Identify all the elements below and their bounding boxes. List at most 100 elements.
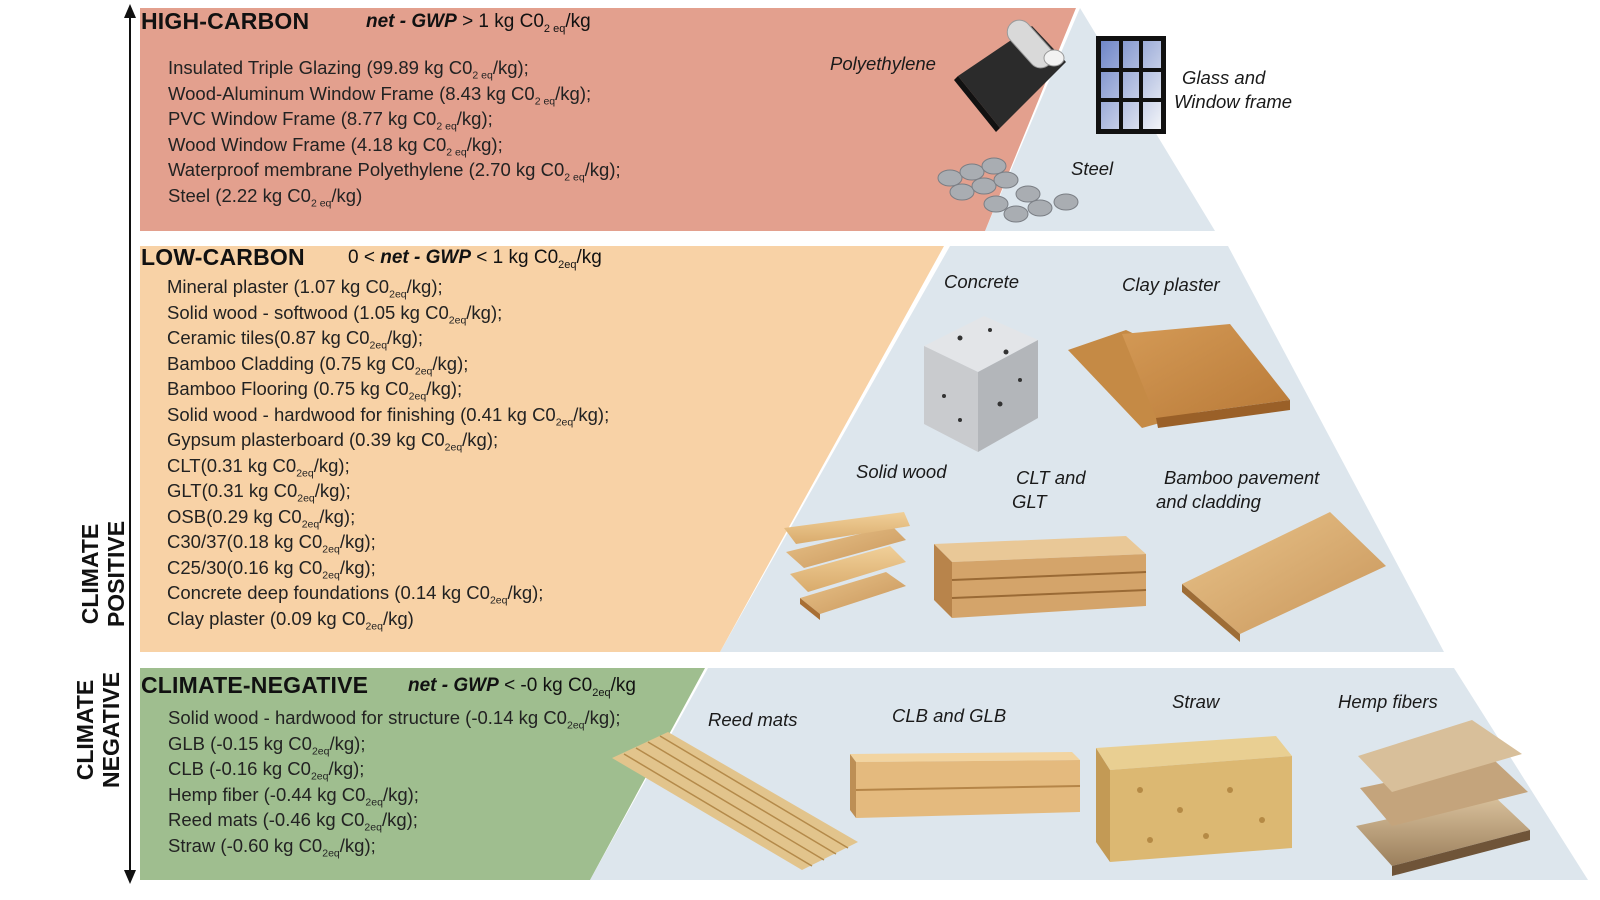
side-label-line1: CLIMATE bbox=[77, 523, 103, 625]
formula-relation: > 1 kg C0 bbox=[462, 11, 544, 32]
item-tail: /kg); bbox=[426, 378, 463, 399]
list-item: Bamboo Flooring (0.75 kg C02eq/kg); bbox=[167, 376, 609, 403]
item-sub: 2 eq bbox=[472, 69, 493, 82]
formula-unit: /kg bbox=[610, 675, 636, 696]
climate-negative-list: Solid wood - hardwood for structure (-0.… bbox=[168, 705, 621, 859]
item-tail: /kg); bbox=[462, 429, 499, 450]
item-name: C30/37(0.18 kg C0 bbox=[167, 531, 323, 552]
item-tail: /kg); bbox=[584, 159, 621, 180]
glass-window-label-line1: Glass and bbox=[1182, 67, 1266, 88]
item-tail: /kg); bbox=[319, 505, 356, 527]
item-name: Solid wood - hardwood for finishing (0.4… bbox=[167, 403, 556, 425]
item-tail: /kg); bbox=[339, 531, 376, 552]
clt-glt-slab-icon bbox=[934, 536, 1147, 618]
item-tail: /kg); bbox=[329, 732, 366, 754]
item-sub: 2 eq bbox=[564, 171, 585, 184]
formula-relation: < 1 kg C0 bbox=[476, 247, 559, 268]
pyramid-bottom bbox=[590, 668, 1588, 880]
climate-positive-side-label: CLIMATE POSITIVE bbox=[77, 513, 129, 635]
list-item: Wood-Aluminum Window Frame (8.43 kg C02 … bbox=[168, 81, 621, 108]
item-name: PVC Window Frame (8.77 kg C0 bbox=[168, 108, 437, 129]
clt-glt-label-line1: CLT and bbox=[1016, 467, 1086, 488]
item-name: OSB(0.29 kg C0 bbox=[167, 505, 302, 527]
bamboo-label-line1: Bamboo pavement bbox=[1164, 467, 1320, 488]
item-tail: /kg); bbox=[382, 783, 419, 805]
item-tail: /kg); bbox=[339, 556, 376, 578]
item-sub: 2eq bbox=[444, 441, 463, 454]
item-tail: /kg); bbox=[492, 57, 529, 78]
list-item: Wood Window Frame (4.18 kg C02 eq/kg); bbox=[168, 132, 621, 159]
straw-bale-icon bbox=[1096, 736, 1292, 862]
list-item: Ceramic tiles(0.87 kg C02eq/kg); bbox=[167, 325, 609, 352]
formula-relation: < -0 kg C0 bbox=[504, 675, 593, 696]
list-item: Gypsum plasterboard (0.39 kg C02eq/kg); bbox=[167, 427, 609, 454]
formula-gwp: net - GWP bbox=[380, 247, 472, 268]
item-sub: 2eq bbox=[311, 745, 330, 758]
item-tail: /kg); bbox=[456, 108, 493, 129]
item-sub: 2eq bbox=[555, 416, 574, 429]
item-sub: 2eq bbox=[369, 339, 388, 352]
item-name: Concrete deep foundations (0.14 kg C0 bbox=[167, 582, 490, 603]
item-sub: 2eq bbox=[322, 569, 340, 582]
concrete-label: Concrete bbox=[944, 271, 1020, 292]
list-item: OSB(0.29 kg C02eq/kg); bbox=[167, 504, 609, 531]
item-sub: 2eq bbox=[408, 390, 427, 403]
high-carbon-title: HIGH-CARBON bbox=[141, 8, 310, 34]
item-sub: 2eq bbox=[296, 467, 314, 480]
item-tail: /kg); bbox=[313, 454, 350, 476]
list-item: GLB (-0.15 kg C02eq/kg); bbox=[168, 731, 621, 758]
high-carbon-formula: net - GWP > 1 kg C02 eq/kg bbox=[366, 11, 591, 35]
list-item: C25/30(0.16 kg C02eq/kg); bbox=[167, 555, 609, 582]
list-item: Solid wood - hardwood for finishing (0.4… bbox=[167, 402, 610, 429]
clb-glb-block-icon bbox=[850, 752, 1081, 818]
formula-prefix: 0 < bbox=[348, 247, 375, 268]
formula-unit: /kg bbox=[565, 11, 591, 32]
item-name: Wood Window Frame (4.18 kg C0 bbox=[168, 133, 447, 155]
formula-gwp: net - GWP bbox=[408, 675, 499, 696]
item-name: Solid wood - hardwood for structure (-0.… bbox=[168, 707, 567, 728]
list-item: Solid wood - hardwood for structure (-0.… bbox=[168, 705, 621, 732]
item-sub: 2eq bbox=[310, 770, 329, 783]
formula-sub: 2 eq bbox=[543, 22, 566, 35]
list-item: Hemp fiber (-0.44 kg C02eq/kg); bbox=[168, 782, 621, 809]
high-carbon-band bbox=[140, 8, 1076, 231]
list-item: CLB (-0.16 kg C02eq/kg); bbox=[168, 756, 621, 783]
item-name: Reed mats (-0.46 kg C0 bbox=[168, 809, 365, 830]
glass-window-frame-icon bbox=[1096, 36, 1166, 134]
reed-mats-icon bbox=[612, 732, 858, 870]
item-sub: 2eq bbox=[297, 492, 315, 505]
straw-label: Straw bbox=[1172, 691, 1220, 712]
solid-wood-label: Solid wood bbox=[856, 461, 947, 482]
item-name: GLT(0.31 kg C0 bbox=[167, 480, 298, 501]
reed-mats-label: Reed mats bbox=[708, 709, 798, 730]
hemp-fibers-label: Hemp fibers bbox=[1338, 691, 1438, 712]
item-sub: 2eq bbox=[322, 543, 340, 556]
item-tail: /kg); bbox=[507, 582, 544, 603]
bamboo-board-icon bbox=[1182, 512, 1386, 642]
item-tail: /kg); bbox=[314, 480, 351, 501]
list-item: Mineral plaster (1.07 kg C02eq/kg); bbox=[167, 274, 609, 301]
formula-sub: 2eq bbox=[558, 258, 577, 271]
item-tail: /kg); bbox=[573, 403, 610, 425]
list-item: Bamboo Cladding (0.75 kg C02eq/kg); bbox=[167, 351, 609, 378]
list-item: Insulated Triple Glazing (99.89 kg C02 e… bbox=[168, 55, 621, 82]
side-label-line1: CLIMATE bbox=[72, 679, 98, 781]
item-tail: /kg); bbox=[328, 758, 365, 779]
item-name: Mineral plaster (1.07 kg C0 bbox=[167, 276, 390, 297]
formula-gwp: net - GWP bbox=[366, 11, 457, 32]
item-sub: 2eq bbox=[365, 620, 383, 633]
item-name: CLT(0.31 kg C0 bbox=[167, 454, 297, 476]
side-label-line2: POSITIVE bbox=[103, 520, 129, 628]
list-item: Clay plaster (0.09 kg C02eq/kg) bbox=[167, 606, 609, 633]
item-name: Gypsum plasterboard (0.39 kg C0 bbox=[167, 429, 445, 450]
item-name: Straw (-0.60 kg C0 bbox=[168, 834, 323, 856]
item-name: Ceramic tiles(0.87 kg C0 bbox=[167, 327, 370, 348]
low-carbon-title: LOW-CARBON bbox=[141, 244, 305, 270]
list-item: Solid wood - softwood (1.05 kg C02eq/kg)… bbox=[167, 300, 609, 327]
clay-plaster-icon bbox=[1068, 324, 1290, 428]
polyethylene-roll-icon bbox=[954, 19, 1066, 132]
item-name: Bamboo Cladding (0.75 kg C0 bbox=[167, 352, 415, 374]
item-name: Bamboo Flooring (0.75 kg C0 bbox=[167, 378, 409, 399]
bamboo-label-line2: and cladding bbox=[1156, 491, 1261, 512]
item-tail: /kg) bbox=[382, 607, 414, 629]
